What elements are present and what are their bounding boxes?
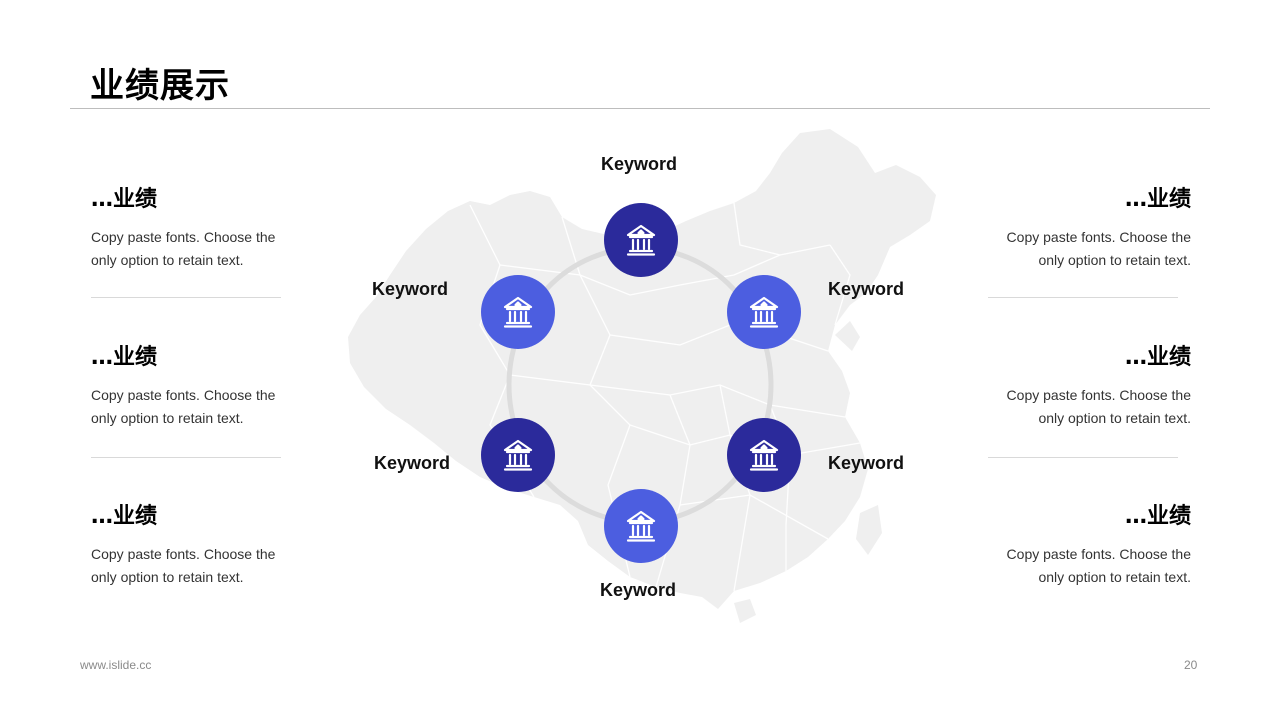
node-lower-right (727, 418, 801, 492)
bank-building-icon (503, 439, 533, 471)
info-heading: …业绩 (91, 345, 158, 370)
info-heading: …业绩 (1124, 187, 1191, 212)
info-description-line: only option to retain text. (1038, 410, 1191, 426)
left-info-block-1: …业绩 Copy paste fonts. Choose the only op… (91, 186, 291, 272)
info-description-line: only option to retain text. (1038, 252, 1191, 268)
info-description-line: Copy paste fonts. Choose the (1006, 229, 1191, 245)
right-info-block-2: …业绩 Copy paste fonts. Choose the only op… (991, 344, 1191, 430)
right-info-block-3: …业绩 Copy paste fonts. Choose the only op… (991, 503, 1191, 589)
keyword-lower-right: Keyword (828, 453, 905, 473)
info-description-line: Copy paste fonts. Choose the (91, 387, 276, 403)
info-description-line: only option to retain text. (1038, 569, 1191, 585)
keyword-bottom: Keyword (600, 580, 677, 600)
node-upper-left (481, 275, 555, 349)
right-divider-2 (988, 457, 1178, 458)
left-info-block-3: …业绩 Copy paste fonts. Choose the only op… (91, 503, 291, 589)
info-description-line: only option to retain text. (91, 569, 244, 585)
node-top (604, 203, 678, 277)
info-description-line: Copy paste fonts. Choose the (91, 229, 276, 245)
slide-title: 业绩展示 (90, 66, 230, 106)
keyword-top: Keyword (601, 154, 678, 174)
node-upper-right (727, 275, 801, 349)
info-description: Copy paste fonts. Choose the only option… (91, 226, 291, 272)
node-bottom (604, 489, 678, 563)
left-divider-1 (91, 297, 281, 298)
bank-building-icon (626, 510, 656, 542)
info-description: Copy paste fonts. Choose the only option… (91, 543, 291, 589)
info-description: Copy paste fonts. Choose the only option… (991, 226, 1191, 272)
left-info-block-2: …业绩 Copy paste fonts. Choose the only op… (91, 344, 291, 430)
node-lower-left (481, 418, 555, 492)
bank-building-icon (749, 296, 779, 328)
info-heading: …业绩 (91, 504, 158, 529)
info-description: Copy paste fonts. Choose the only option… (991, 384, 1191, 430)
info-description-line: only option to retain text. (91, 252, 244, 268)
bank-building-icon (626, 224, 656, 256)
bank-building-icon (503, 296, 533, 328)
bank-building-icon (749, 439, 779, 471)
info-description-line: Copy paste fonts. Choose the (1006, 387, 1191, 403)
info-description: Copy paste fonts. Choose the only option… (91, 384, 291, 430)
footer-url: www.islide.cc (80, 658, 152, 672)
page-number: 20 (1184, 658, 1198, 672)
info-description-line: Copy paste fonts. Choose the (91, 546, 276, 562)
keyword-lower-left: Keyword (374, 453, 451, 473)
left-divider-2 (91, 457, 281, 458)
info-description-line: Copy paste fonts. Choose the (1006, 546, 1191, 562)
info-heading: …业绩 (1124, 504, 1191, 529)
info-heading: …业绩 (91, 187, 158, 212)
right-divider-1 (988, 297, 1178, 298)
keyword-upper-right: Keyword (828, 279, 905, 299)
right-info-block-1: …业绩 Copy paste fonts. Choose the only op… (991, 186, 1191, 272)
title-divider (70, 108, 1210, 109)
info-description: Copy paste fonts. Choose the only option… (991, 543, 1191, 589)
keyword-upper-left: Keyword (372, 279, 449, 299)
info-heading: …业绩 (1124, 345, 1191, 370)
info-description-line: only option to retain text. (91, 410, 244, 426)
